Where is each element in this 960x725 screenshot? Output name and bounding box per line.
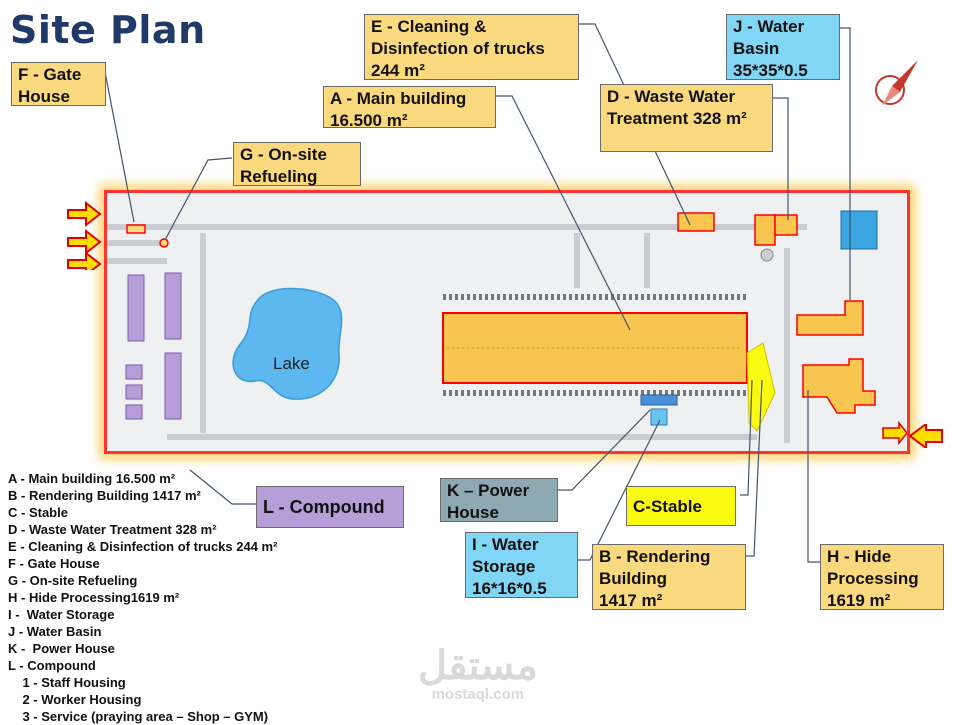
power-house bbox=[640, 394, 678, 406]
lake-label: Lake bbox=[273, 354, 310, 373]
compound-building-6 bbox=[125, 404, 143, 420]
lake-shape bbox=[232, 287, 343, 400]
callout-d-waste-water: D - Waste Water Treatment 328 m² bbox=[600, 84, 773, 152]
callout-c-stable: C-Stable bbox=[626, 486, 736, 526]
legend-item: I - Water Storage bbox=[8, 607, 115, 622]
legend-item: H - Hide Processing1619 m² bbox=[8, 590, 180, 605]
callout-f-gate-house: F - Gate House bbox=[11, 62, 106, 106]
compound-building-3 bbox=[164, 352, 182, 420]
callout-l-compound: L - Compound bbox=[256, 486, 404, 528]
callout-a-main-building: A - Main building 16.500 m² bbox=[323, 86, 496, 130]
north-arrow-icon bbox=[875, 60, 918, 106]
legend-item: F - Gate House bbox=[8, 556, 100, 571]
legend-item: 2 - Worker Housing bbox=[8, 692, 142, 707]
legend-item: B - Rendering Building 1417 m² bbox=[8, 488, 201, 503]
compound-building-2 bbox=[164, 272, 182, 340]
legend-item: D - Waste Water Treatment 328 m² bbox=[8, 522, 217, 537]
callout-e-cleaning: E - Cleaning & Disinfection of trucks 24… bbox=[364, 14, 579, 80]
callout-h-hide-processing: H - Hide Processing 1619 m² bbox=[820, 544, 944, 610]
water-storage bbox=[650, 408, 668, 426]
watermark: مستقل mostaql.com bbox=[418, 646, 538, 703]
callout-i-water-storage: I - Water Storage 16*16*0.5 bbox=[465, 532, 578, 598]
compound-building-5 bbox=[125, 384, 143, 400]
page-title: Site Plan bbox=[10, 8, 206, 52]
legend-item: C - Stable bbox=[8, 505, 68, 520]
refueling-station bbox=[159, 238, 169, 248]
stable bbox=[746, 342, 776, 432]
entry-arrows bbox=[67, 200, 102, 270]
entry-arrow-icon bbox=[908, 424, 943, 448]
legend-item: E - Cleaning & Disinfection of trucks 24… bbox=[8, 539, 278, 554]
callout-g-refueling: G - On-site Refueling bbox=[233, 142, 361, 186]
entry-arrow-icon bbox=[67, 200, 102, 228]
compound-building-1 bbox=[127, 274, 145, 342]
callout-j-water-basin: J - Water Basin 35*35*0.5 bbox=[726, 14, 840, 80]
gate-house-building bbox=[126, 224, 146, 234]
legend-item: A - Main building 16.500 m² bbox=[8, 471, 176, 486]
entry-arrow-icon bbox=[67, 250, 102, 270]
water-basin bbox=[840, 210, 878, 250]
legend-item: K - Power House bbox=[8, 641, 115, 656]
legend-item: G - On-site Refueling bbox=[8, 573, 138, 588]
hide-processing-building bbox=[802, 358, 876, 414]
legend-item: 1 - Staff Housing bbox=[8, 675, 126, 690]
legend-item: L - Compound bbox=[8, 658, 96, 673]
legend-item: J - Water Basin bbox=[8, 624, 102, 639]
callout-b-rendering: B - Rendering Building 1417 m² bbox=[592, 544, 746, 610]
main-building-posts bbox=[443, 294, 747, 396]
watermark-latin: mostaql.com bbox=[431, 686, 525, 703]
legend-item: 3 - Service (praying area – Shop – GYM) bbox=[8, 709, 269, 724]
entry-arrow-icon bbox=[67, 228, 102, 256]
legend: A - Main building 16.500 m² B - Renderin… bbox=[8, 470, 277, 725]
compound-building-4 bbox=[125, 364, 143, 380]
site-plan-drawing: Lake bbox=[107, 210, 908, 446]
rendering-building bbox=[796, 300, 864, 336]
callout-k-power-house: K – Power House bbox=[440, 478, 558, 522]
entry-arrow-right bbox=[908, 424, 943, 448]
site-plan-map: Lake bbox=[104, 190, 910, 454]
watermark-arabic: مستقل bbox=[418, 644, 538, 688]
